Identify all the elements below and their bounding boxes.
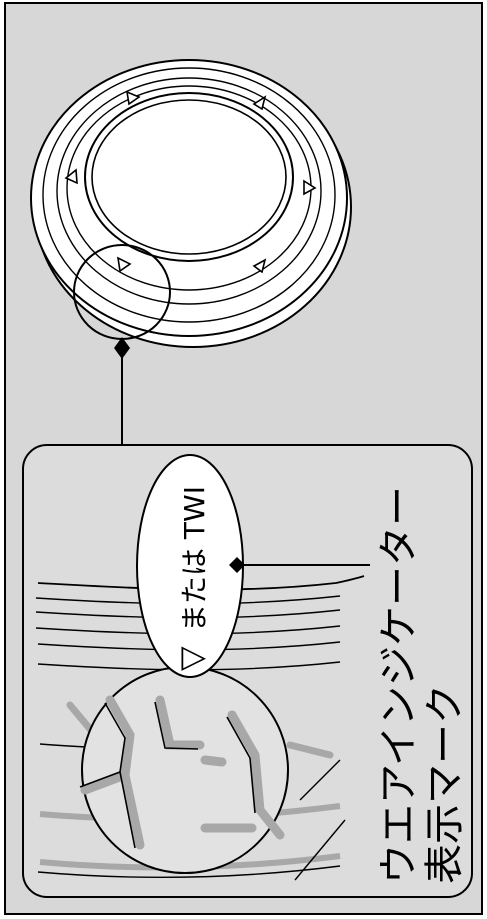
tire-indicator-mark-1 — [125, 90, 141, 106]
tread-slant-3 — [286, 741, 334, 759]
tire-indicator-mark-3 — [64, 168, 78, 185]
tire-bead-inner — [91, 99, 287, 255]
groove-dash — [200, 755, 227, 767]
tire-indicator-mark-4 — [303, 179, 317, 196]
callout-oval-text: または TWI — [178, 486, 211, 632]
groove-right-outline — [226, 716, 256, 814]
tire-tread-ring-2 — [56, 77, 322, 305]
groove-upper — [155, 695, 205, 750]
tire-tread-ring-1 — [42, 67, 336, 323]
tread-slant-4 — [299, 759, 341, 801]
tread-arc-1 — [37, 575, 365, 591]
groove-upper-outline — [154, 701, 199, 750]
tread-slant-5 — [294, 819, 346, 881]
wear-indicator-label-line1: ウエアインジケーター — [376, 486, 422, 884]
label-connector-diamond — [229, 557, 245, 573]
groove-y-shape-outline — [79, 702, 136, 849]
tire-indicator-mark-2 — [252, 95, 267, 111]
groove-y-shape — [80, 695, 145, 850]
magnified-tread-view — [79, 666, 289, 874]
detail-leader-diamond — [114, 337, 130, 359]
tread-groove-4 — [37, 865, 341, 879]
groove-right — [227, 710, 285, 840]
tire-indicator-mark-5 — [116, 256, 132, 273]
wear-indicator-label-line2: 表示マーク — [422, 684, 468, 884]
tire-overview — [30, 59, 352, 348]
tire-indicator-mark-6 — [252, 258, 267, 274]
callout-marker-glyph: ▽ — [172, 646, 210, 671]
